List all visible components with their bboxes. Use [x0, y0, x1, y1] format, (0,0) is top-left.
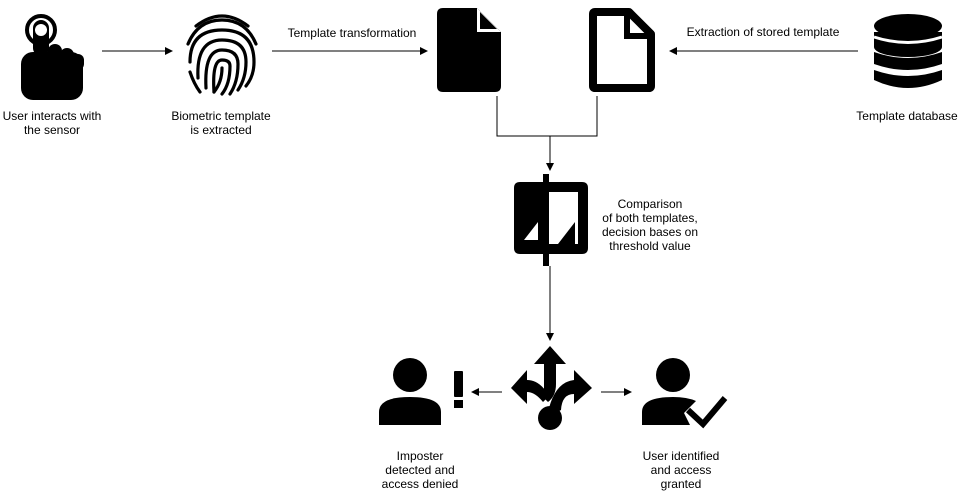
- label-biometric: Biometric template is extracted: [171, 109, 271, 137]
- hand-tap-icon: [21, 14, 84, 100]
- user-alert-icon: [379, 358, 463, 425]
- split-arrows-icon: [511, 346, 592, 430]
- label-identified: User identified and access granted: [642, 449, 720, 491]
- label-comparison: Comparison of both templates, decision b…: [601, 197, 699, 253]
- label-transformation: Template transformation: [287, 26, 417, 40]
- fingerprint-icon: [186, 14, 258, 96]
- compare-icon: [514, 174, 588, 266]
- label-extraction: Extraction of stored template: [686, 25, 840, 39]
- database-icon: [873, 14, 943, 88]
- filled-document-icon: [437, 8, 501, 92]
- outline-document-icon: [589, 8, 655, 92]
- label-database: Template database: [856, 109, 958, 123]
- user-check-icon: [642, 358, 728, 429]
- label-imposter: Imposter detected and access denied: [381, 449, 459, 491]
- edge-templates-merge: [496, 96, 598, 137]
- label-sensor: User interacts with the sensor: [2, 109, 102, 137]
- connectors: [102, 47, 858, 396]
